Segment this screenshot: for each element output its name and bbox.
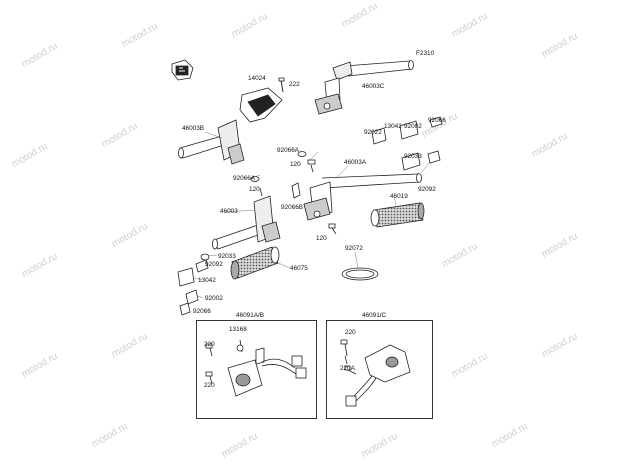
part-label: 46003A <box>344 159 367 166</box>
part-label: 222 <box>289 81 300 88</box>
handlebar-46003 <box>212 195 281 250</box>
part-label: 46091A/B <box>236 312 265 319</box>
part-label: 13042 <box>198 277 216 284</box>
part-label: 120 <box>316 235 327 242</box>
part-label: 46003 <box>220 208 238 215</box>
part-label: 14024 <box>248 75 266 82</box>
diagram-code: F2310 <box>416 50 435 57</box>
part-label: 92066 <box>193 308 211 315</box>
part-label: 92092 <box>418 186 436 193</box>
switch-assembly-46091ab <box>205 339 307 397</box>
part-label: 92072 <box>345 245 363 252</box>
band-92072 <box>341 267 379 281</box>
bar-end-weight-right <box>371 116 443 171</box>
part-label: 92002 <box>404 123 422 130</box>
callout-box-46091c <box>326 320 433 419</box>
leader-lines <box>193 131 431 299</box>
handlebar-46003c <box>314 60 414 115</box>
part-label: 92066A <box>233 175 256 182</box>
part-label: 92033 <box>404 153 422 160</box>
part-label: 220 <box>204 382 215 389</box>
front-arrow-icon <box>171 59 194 81</box>
part-label: 46075 <box>290 265 308 272</box>
part-label: 92066B <box>281 204 304 211</box>
grip-46019 <box>370 202 425 228</box>
part-label: 46019 <box>390 193 408 200</box>
part-label: 46003B <box>182 125 205 132</box>
part-label: 92033 <box>218 253 236 260</box>
part-label: 92092 <box>205 261 223 268</box>
handlebar-46003b <box>178 119 245 165</box>
part-label: 120 <box>290 161 301 168</box>
bolt-and-collar-group <box>250 151 337 235</box>
part-label: 92066A <box>277 147 300 154</box>
part-label: 120 <box>249 186 260 193</box>
callout-box-46091ab <box>196 320 317 419</box>
part-label: 13042 <box>384 123 402 130</box>
part-label: 220A <box>340 365 355 372</box>
grip-46075 <box>230 246 280 280</box>
switch-assembly-46091c <box>340 339 411 407</box>
part-label: 46003C <box>362 83 385 90</box>
part-label: 46091/C <box>362 312 387 319</box>
part-label: 92022 <box>364 129 382 136</box>
handlebar-bracket-14024 <box>239 77 285 123</box>
handlebar-46003a <box>303 173 422 221</box>
part-label: 92002 <box>205 295 223 302</box>
part-label: 92066 <box>428 117 446 124</box>
part-label: 13168 <box>229 326 247 333</box>
part-label: 220 <box>345 329 356 336</box>
part-label: 220 <box>204 341 215 348</box>
bar-end-weight-left <box>177 253 210 316</box>
